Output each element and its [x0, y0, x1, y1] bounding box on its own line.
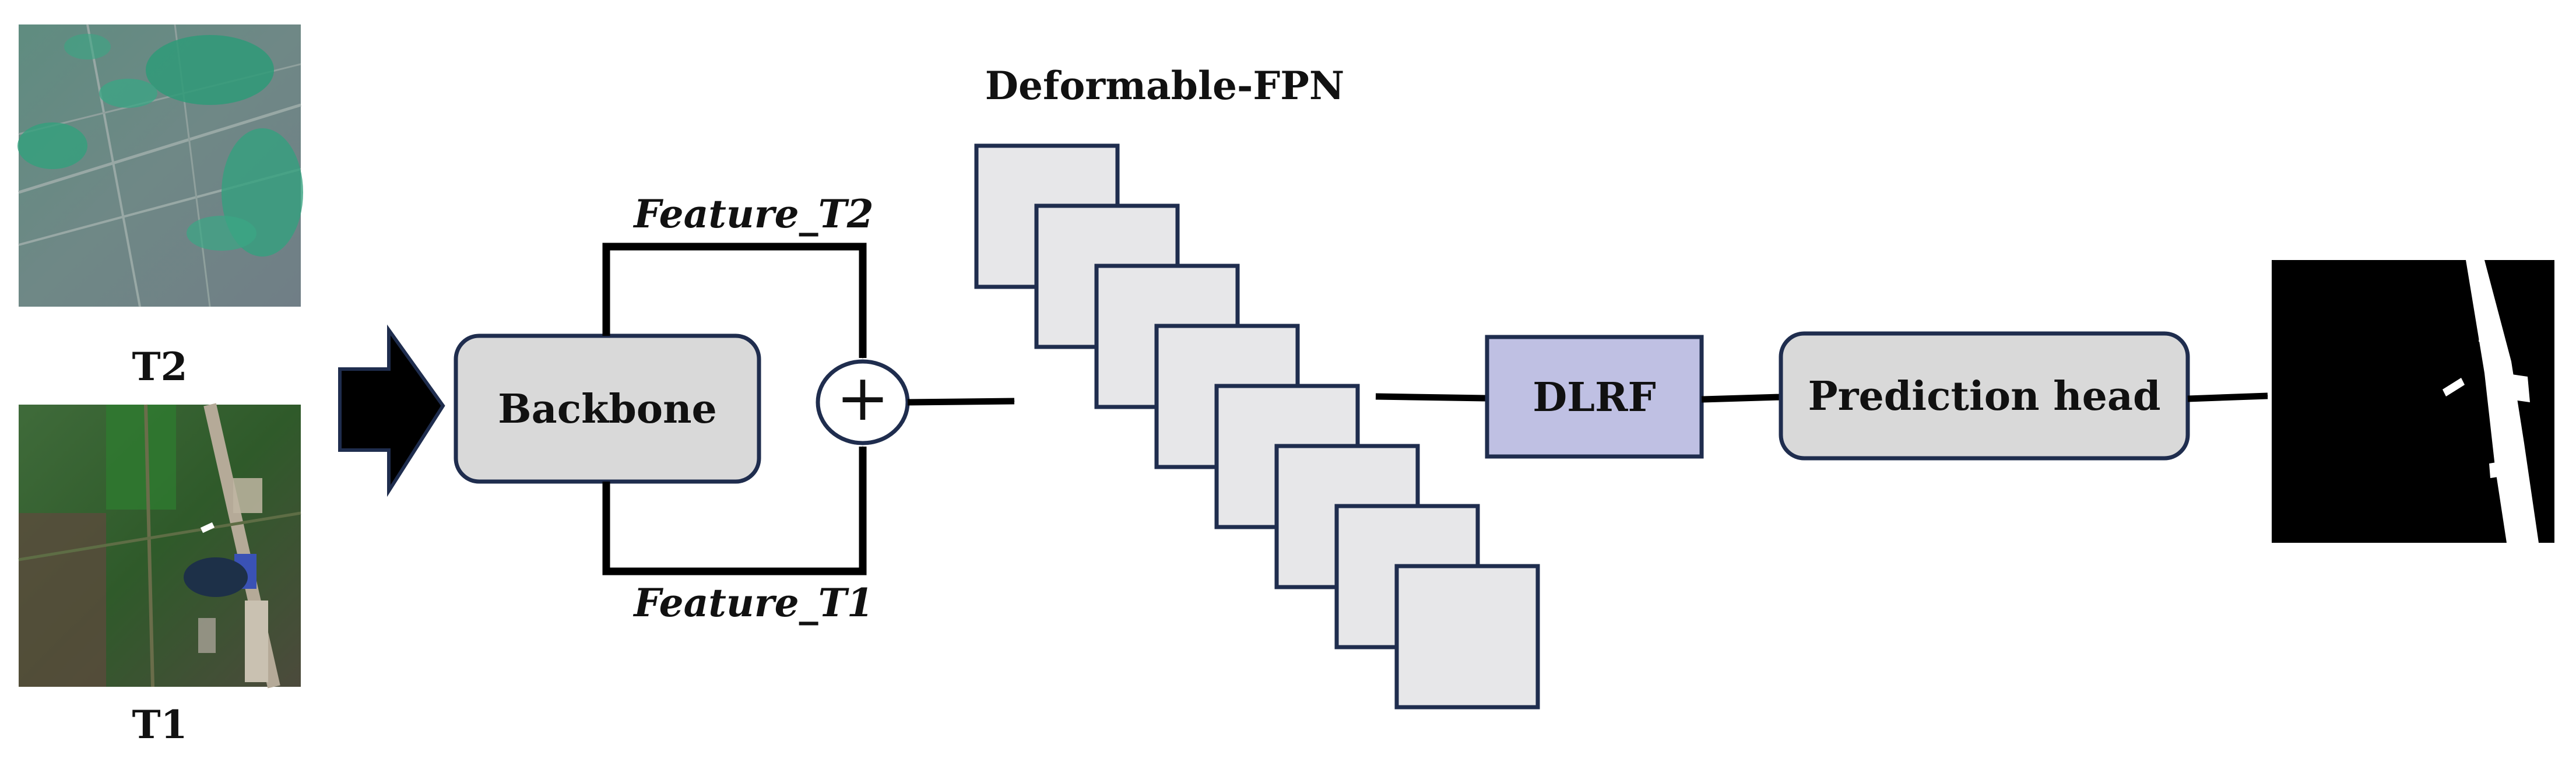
prediction-head-label: Prediction head	[1808, 373, 2160, 420]
backbone-label: Backbone	[498, 386, 717, 433]
input-image-t1	[18, 403, 301, 689]
input-image-t2	[17, 24, 303, 307]
dlrf-box: DLRF	[1485, 335, 1704, 459]
backbone-box: Backbone	[454, 333, 761, 484]
fpn-feature-map-8	[1394, 564, 1540, 710]
block-arrow-right-icon	[338, 324, 445, 497]
prediction-head-box: Prediction head	[1779, 331, 2190, 461]
arrow-fpn-to-dlrf	[1375, 393, 1487, 402]
output-change-mask	[2272, 260, 2554, 543]
t2-label: T2	[132, 344, 187, 389]
feature-t2-path	[602, 243, 867, 359]
fpn-stack	[974, 143, 1540, 710]
t1-label: T1	[132, 702, 187, 747]
arrow-dlrf-to-head	[1701, 394, 1781, 403]
arrow-head-to-mask	[2187, 392, 2268, 402]
dlrf-label: DLRF	[1533, 374, 1656, 421]
fusion-symbol: +	[836, 360, 890, 435]
arrow-fusion-to-fpn	[907, 398, 1015, 406]
feature-t2-label: Feature_T2	[632, 191, 873, 237]
fpn-title: Deformable-FPN	[985, 63, 1344, 108]
feature-t1-label: Feature_T1	[632, 580, 873, 626]
circle-plus-icon: +	[816, 359, 910, 445]
feature-t1-path	[602, 446, 867, 575]
